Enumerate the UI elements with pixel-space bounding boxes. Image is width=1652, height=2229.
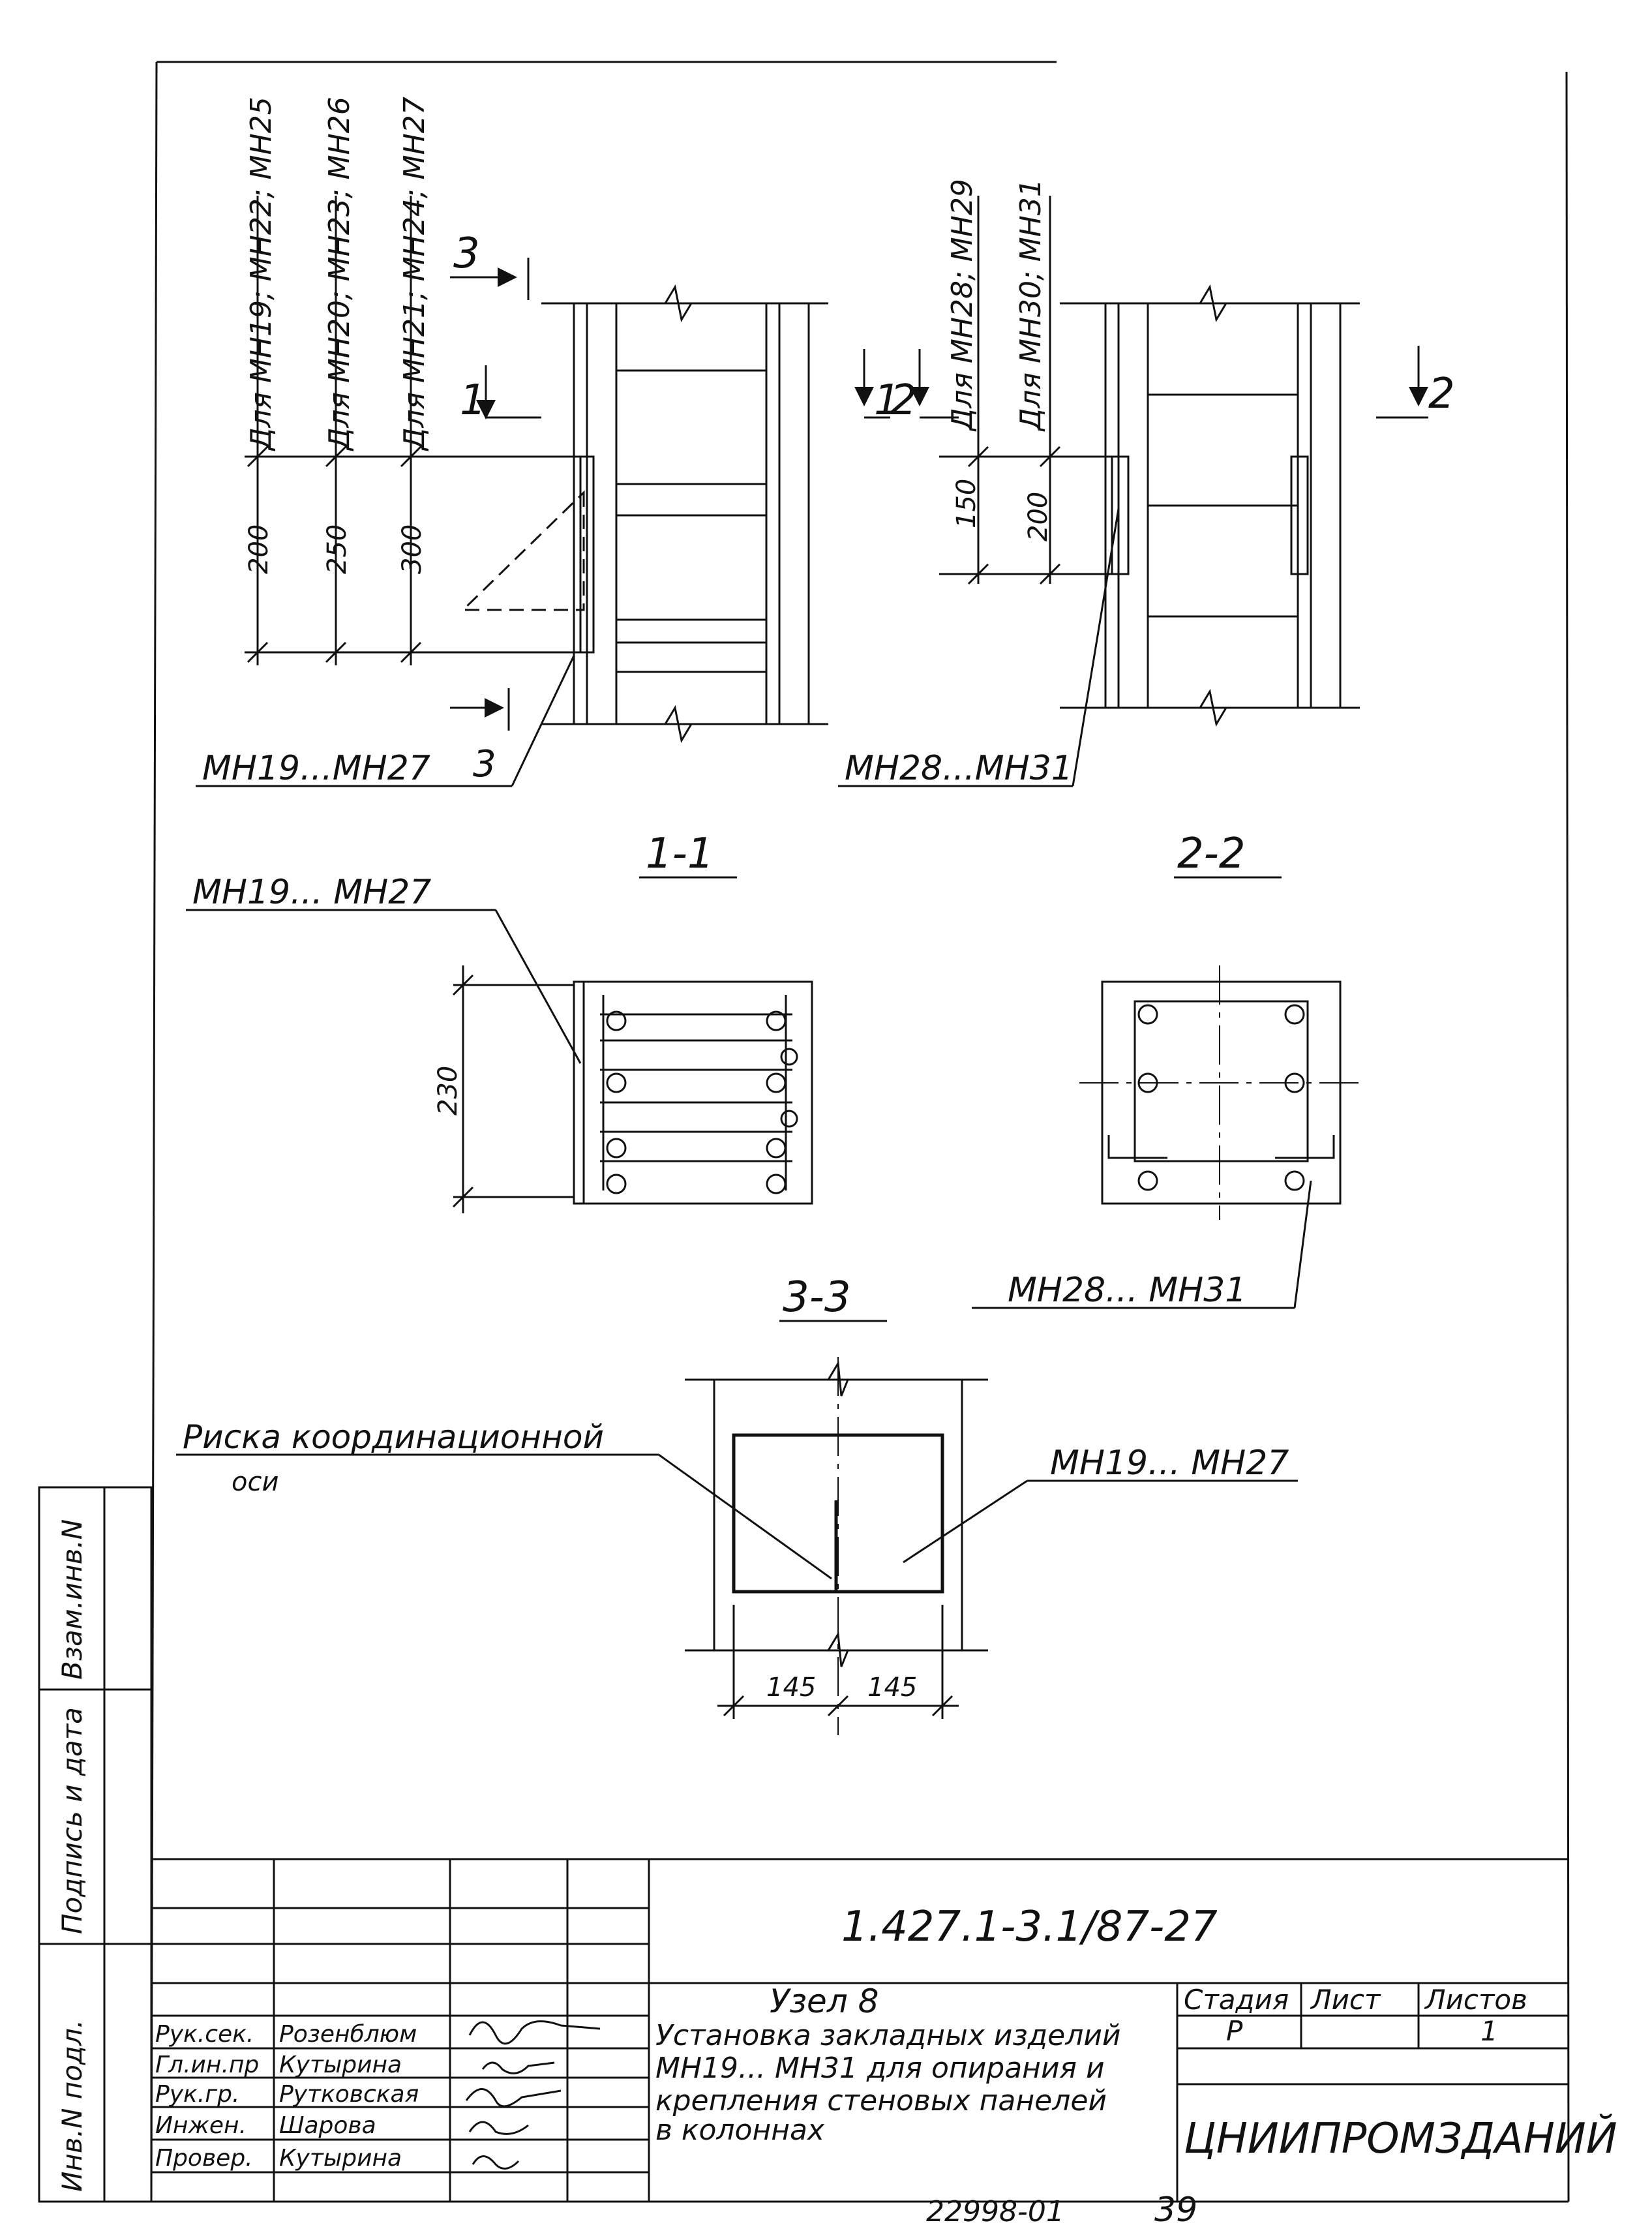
name-label: Розенблюм bbox=[279, 2021, 417, 2048]
side-stamp-label: Инв.N подл. bbox=[56, 2020, 88, 2192]
callout-label: МН28...МН31 bbox=[845, 749, 1073, 788]
section-3-3 bbox=[176, 1320, 1298, 1735]
callout-label: МН28... МН31 bbox=[1008, 1271, 1246, 1310]
section-title: 1-1 bbox=[646, 830, 714, 878]
name-label: Кутырина bbox=[279, 2145, 402, 2172]
dim-label: 200 bbox=[244, 524, 274, 574]
dim-label: 150 bbox=[952, 479, 982, 528]
title-line: в колоннах bbox=[655, 2114, 825, 2147]
section-mark: 3 bbox=[473, 743, 496, 785]
side-stamp bbox=[38, 1486, 153, 2203]
role-label: Провер. bbox=[155, 2145, 253, 2172]
callout-label: МН19... МН27 bbox=[1050, 1444, 1289, 1483]
sheets-header: Листов bbox=[1424, 1984, 1527, 2016]
stage-header: Стадия bbox=[1184, 1984, 1289, 2016]
role-label: Гл.ин.пр bbox=[155, 2052, 259, 2078]
title-line: Узел 8 bbox=[770, 1982, 879, 2020]
section-1-1 bbox=[186, 876, 813, 1213]
section-mark: 2 bbox=[890, 376, 917, 425]
section-title: 2-2 bbox=[1177, 830, 1246, 878]
role-label: Рук.гр. bbox=[155, 2081, 239, 2108]
mark-label-4: Для МН28; МН29 bbox=[946, 179, 979, 432]
footer-number: 22998-01 bbox=[926, 2195, 1064, 2228]
mark-label-1: Для МН19; МН22; МН25 bbox=[245, 97, 278, 451]
title-line: крепления стеновых панелей bbox=[655, 2084, 1107, 2117]
section-mark: 1 bbox=[460, 376, 487, 425]
role-label: Рук.сек. bbox=[155, 2021, 254, 2048]
dim-label: 200 bbox=[1023, 492, 1053, 541]
sheet-header: Лист bbox=[1310, 1984, 1381, 2016]
mark-label-2: Для МН20; МН23; МН26 bbox=[323, 97, 356, 451]
footer-page: 39 bbox=[1154, 2191, 1197, 2229]
dim-label: 145 bbox=[867, 1673, 917, 1703]
organization: ЦНИИПРОМЗДАНИЙ bbox=[1184, 2114, 1617, 2163]
section-mark: 3 bbox=[453, 230, 480, 278]
name-label: Кутырина bbox=[279, 2052, 402, 2078]
section-mark: 1 bbox=[874, 376, 901, 425]
drawing-code: 1.427.1-3.1/87-27 bbox=[841, 1903, 1218, 1951]
name-label: Рутковская bbox=[279, 2081, 419, 2108]
mark-label-5: Для МН30; МН31 bbox=[1014, 179, 1047, 432]
dim-label: 230 bbox=[433, 1066, 463, 1115]
callout-label: МН19... МН27 bbox=[192, 873, 431, 912]
name-label: Шарова bbox=[279, 2112, 376, 2139]
mark-label-3: Для МН21; МН24; МН27 bbox=[398, 97, 431, 451]
dim-label: 250 bbox=[322, 524, 352, 574]
side-stamp-label: Взам.инв.N bbox=[56, 1519, 88, 1680]
title-block bbox=[151, 1858, 1569, 2202]
top-right-view bbox=[838, 196, 1428, 787]
axis-label: Риска координационной bbox=[183, 1418, 604, 1456]
title-line: МН19... МН31 для опирания и bbox=[655, 2052, 1105, 2085]
sheets-value: 1 bbox=[1480, 2015, 1498, 2047]
section-2-2 bbox=[972, 876, 1363, 1309]
section-mark: 2 bbox=[1428, 370, 1455, 418]
top-left-view bbox=[196, 196, 828, 787]
callout-label: МН19...МН27 bbox=[202, 749, 430, 788]
signatures bbox=[465, 2020, 601, 2170]
axis-label: оси bbox=[232, 1467, 278, 1497]
dim-label: 300 bbox=[397, 524, 427, 574]
role-label: Инжен. bbox=[155, 2112, 247, 2139]
stage-value: Р bbox=[1226, 2015, 1243, 2047]
title-line: Установка закладных изделий bbox=[655, 2019, 1121, 2052]
side-stamp-label: Подпись и дата bbox=[56, 1707, 88, 1934]
dim-label: 145 bbox=[766, 1673, 816, 1703]
section-title: 3-3 bbox=[783, 1273, 851, 1322]
